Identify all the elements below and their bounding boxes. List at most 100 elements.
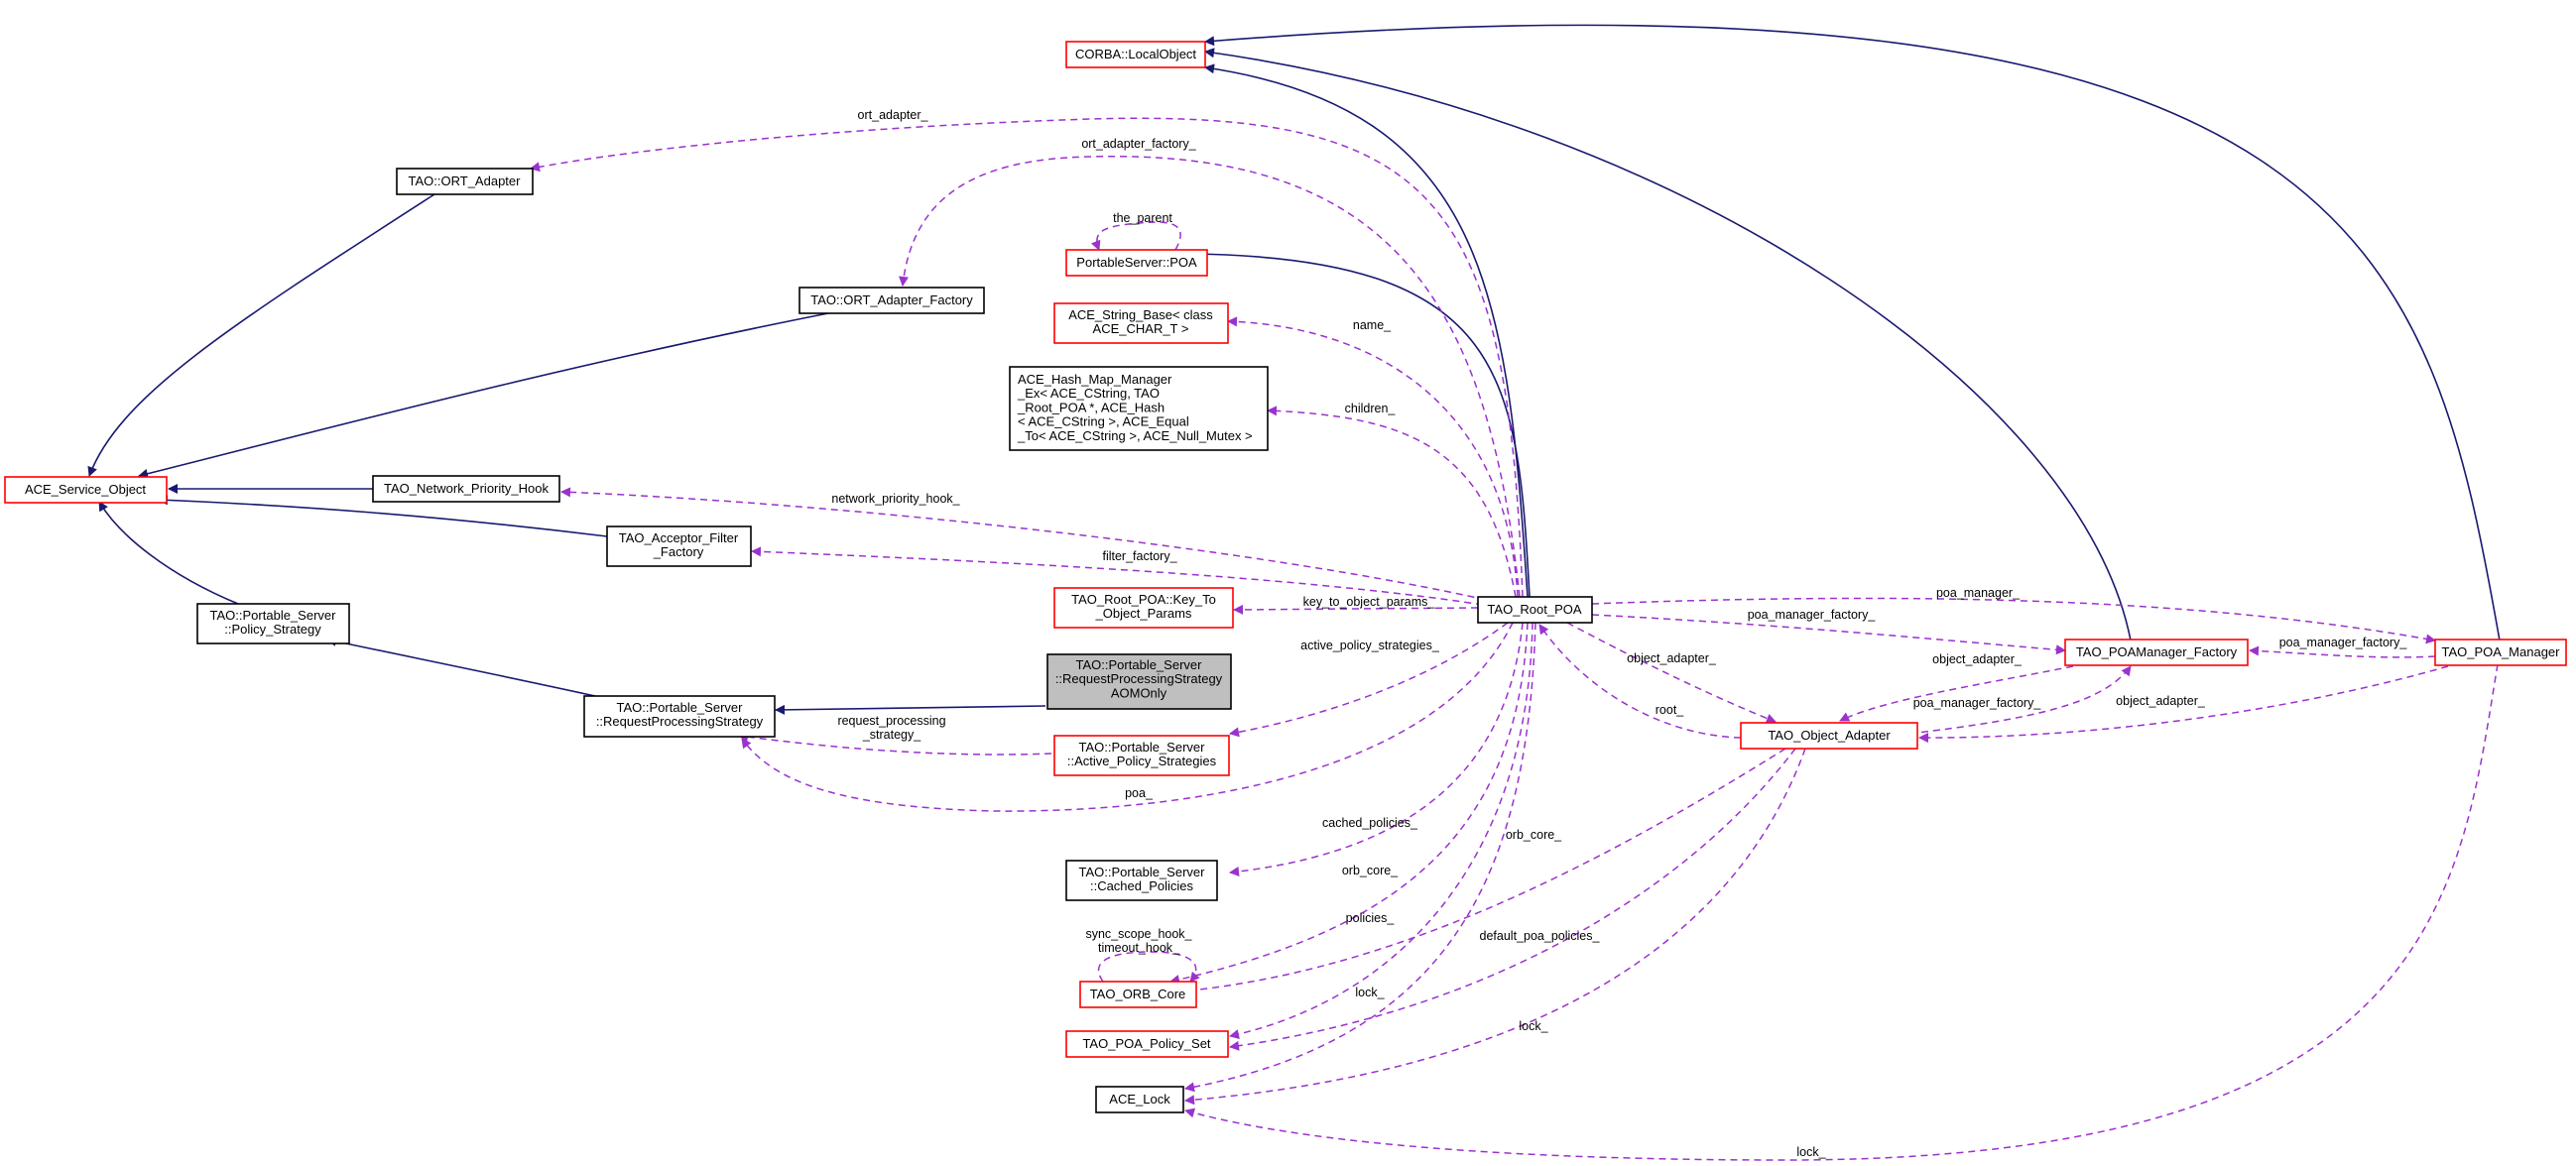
edge-policies xyxy=(1229,622,1533,1039)
text-line: cached_policies_ xyxy=(1322,816,1418,830)
text-line: name_ xyxy=(1353,318,1392,332)
svg-text:TAO::Portable_Server::Policy_S: TAO::Portable_Server::Policy_Strategy xyxy=(210,608,337,637)
node-tao-ps-rps[interactable]: TAO::Portable_Server::RequestProcessingS… xyxy=(583,695,776,738)
label-key-to-object-params: key_to_object_params_ xyxy=(1303,595,1436,609)
label-request-processing-strategy: request_processing_strategy_ xyxy=(837,714,945,742)
text-line: TAO::Portable_Server xyxy=(617,700,744,715)
label-filter-factory: filter_factory_ xyxy=(1102,549,1177,563)
edge-poa-manager-factory-top xyxy=(1591,614,2066,655)
text-line: AOMOnly xyxy=(1111,685,1167,700)
text-line: active_policy_strategies_ xyxy=(1300,639,1440,652)
label-the-parent: the_parent xyxy=(1113,211,1172,225)
text-line: default_poa_policies_ xyxy=(1480,929,1601,943)
text-line: object_adapter_ xyxy=(2116,694,2206,708)
node-tao-network-priority-hook[interactable]: TAO_Network_Priority_Hook xyxy=(372,475,560,503)
node-tao-ort-adapter-factory[interactable]: TAO::ORT_Adapter_Factory xyxy=(798,287,985,314)
text-line: _Root_POA *, ACE_Hash xyxy=(1017,400,1165,414)
edge-object-adapter-from-root xyxy=(1566,622,1777,724)
text-line: poa_manager_factory_ xyxy=(1748,608,1877,622)
node-ace-hash-map-manager[interactable]: ACE_Hash_Map_Manager_Ex< ACE_CString, TA… xyxy=(1009,366,1269,451)
label-ort-adapter-factory: ort_adapter_factory_ xyxy=(1081,137,1196,151)
label-poa-manager-factory-mid: poa_manager_factory_ xyxy=(1913,696,2042,710)
svg-text:TAO::Portable_Server::RequestP: TAO::Portable_Server::RequestProcessingS… xyxy=(596,700,764,729)
text-line: _Ex< ACE_CString, TAO xyxy=(1017,386,1160,401)
text-line: TAO_Root_POA xyxy=(1487,602,1581,617)
svg-text:ACE_Lock: ACE_Lock xyxy=(1109,1092,1170,1107)
label-policies: policies_ xyxy=(1346,911,1396,925)
node-corba-localobject[interactable]: CORBA::LocalObject xyxy=(1065,41,1206,68)
text-line: ACE_String_Base< class xyxy=(1068,307,1213,322)
node-tao-ort-adapter[interactable]: TAO::ORT_Adapter xyxy=(396,168,534,195)
svg-text:TAO::ORT_Adapter_Factory: TAO::ORT_Adapter_Factory xyxy=(810,292,973,307)
text-line: timeout_hook_ xyxy=(1098,941,1180,955)
node-portableserver-poa[interactable]: PortableServer::POA xyxy=(1065,249,1208,277)
node-tao-ps-active-policy-strategies[interactable]: TAO::Portable_Server::Active_Policy_Stra… xyxy=(1053,735,1230,776)
text-line: ACE_Hash_Map_Manager xyxy=(1018,372,1172,387)
text-line: poa_manager_factory_ xyxy=(2279,636,2408,649)
text-line: ::Policy_Strategy xyxy=(224,622,321,637)
label-object-adapter-right: object_adapter_ xyxy=(2116,694,2206,708)
text-line: lock_ xyxy=(1519,1019,1548,1033)
node-tao-poamanager-factory[interactable]: TAO_POAManager_Factory xyxy=(2064,639,2249,666)
label-network-priority-hook: network_priority_hook_ xyxy=(831,492,960,506)
text-line: key_to_object_params_ xyxy=(1303,595,1436,609)
edge-lock-from-poa-manager xyxy=(1184,663,2499,1161)
edge-lock-from-adapter xyxy=(1184,748,1806,1106)
edge-ort-adapter-factory xyxy=(899,155,1521,598)
text-line: root_ xyxy=(1656,703,1685,717)
edge-orb-core-self xyxy=(1097,951,1200,983)
edge-root-poa-to-localobject xyxy=(1204,63,1529,598)
node-tao-root-poa[interactable]: TAO_Root_POA xyxy=(1477,596,1593,624)
label-children: children_ xyxy=(1345,402,1397,415)
svg-text:TAO_POA_Policy_Set: TAO_POA_Policy_Set xyxy=(1082,1036,1210,1051)
text-line: TAO::ORT_Adapter_Factory xyxy=(810,292,973,307)
node-tao-ps-policy-strategy[interactable]: TAO::Portable_Server::Policy_Strategy xyxy=(196,603,350,644)
label-poa-manager-factory-right: poa_manager_factory_ xyxy=(2279,636,2408,649)
text-line: TAO_POA_Manager xyxy=(2442,644,2561,659)
node-tao-ps-rps-aomonly[interactable]: TAO::Portable_Server::RequestProcessingS… xyxy=(1046,653,1232,710)
text-line: lock_ xyxy=(1355,986,1385,999)
edge-root-poa-to-portableserver-poa xyxy=(1189,249,1531,598)
edge-cached-policies xyxy=(1229,622,1524,876)
text-line: object_adapter_ xyxy=(1627,651,1717,665)
text-line: poa_ xyxy=(1125,786,1154,800)
text-line: poa_manager_ xyxy=(1936,586,2021,600)
edge-network-priority-hook xyxy=(560,487,1487,601)
label-sync-timeout: sync_scope_hook_timeout_hook_ xyxy=(1085,927,1192,955)
node-tao-root-poa-key-to-object-params[interactable]: TAO_Root_POA::Key_To_Object_Params xyxy=(1053,587,1234,629)
node-tao-orb-core[interactable]: TAO_ORB_Core xyxy=(1079,981,1197,1008)
label-cached-policies: cached_policies_ xyxy=(1322,816,1418,830)
text-line: orb_core_ xyxy=(1506,828,1562,842)
edge-rps-to-policy-strategy xyxy=(326,636,596,697)
label-poa-manager-factory-top: poa_manager_factory_ xyxy=(1748,608,1877,622)
svg-text:CORBA::LocalObject: CORBA::LocalObject xyxy=(1075,47,1196,61)
svg-text:TAO_Network_Priority_Hook: TAO_Network_Priority_Hook xyxy=(384,481,549,496)
text-line: the_parent xyxy=(1113,211,1172,225)
svg-text:TAO_Root_POA::Key_To_Object_Pa: TAO_Root_POA::Key_To_Object_Params xyxy=(1071,592,1216,621)
edge-ort-adapter-to-service-object xyxy=(87,193,435,477)
node-ace-service-object[interactable]: ACE_Service_Object xyxy=(4,476,168,504)
text-line: ACE_Lock xyxy=(1109,1092,1170,1107)
inheritance-edges xyxy=(87,24,2501,715)
node-tao-object-adapter[interactable]: TAO_Object_Adapter xyxy=(1740,722,1918,750)
node-tao-poa-policy-set[interactable]: TAO_POA_Policy_Set xyxy=(1065,1030,1229,1058)
label-default-poa-policies: default_poa_policies_ xyxy=(1480,929,1601,943)
text-line: _strategy_ xyxy=(862,728,921,742)
edge-name xyxy=(1227,316,1519,598)
edge-poa-manager xyxy=(1591,597,2436,644)
edge-poa-manager-factory-mid xyxy=(1908,665,2132,735)
label-poa-manager: poa_manager_ xyxy=(1936,586,2021,600)
edge-the-parent xyxy=(1091,221,1181,251)
node-tao-ps-cached-policies[interactable]: TAO::Portable_Server::Cached_Policies xyxy=(1065,860,1218,901)
text-line: CORBA::LocalObject xyxy=(1075,47,1196,61)
svg-text:TAO_Object_Adapter: TAO_Object_Adapter xyxy=(1768,728,1891,743)
text-line: ACE_Service_Object xyxy=(25,482,146,497)
text-line: ::Active_Policy_Strategies xyxy=(1067,754,1217,768)
edge-orb-core-from-adapter xyxy=(1179,748,1786,996)
node-ace-lock[interactable]: ACE_Lock xyxy=(1095,1086,1184,1113)
label-active-policy-strategies: active_policy_strategies_ xyxy=(1300,639,1440,652)
node-tao-acceptor-filter-factory[interactable]: TAO_Acceptor_Filter_Factory xyxy=(606,525,752,567)
svg-text:PortableServer::POA: PortableServer::POA xyxy=(1076,255,1197,270)
node-tao-poa-manager[interactable]: TAO_POA_Manager xyxy=(2434,639,2567,666)
